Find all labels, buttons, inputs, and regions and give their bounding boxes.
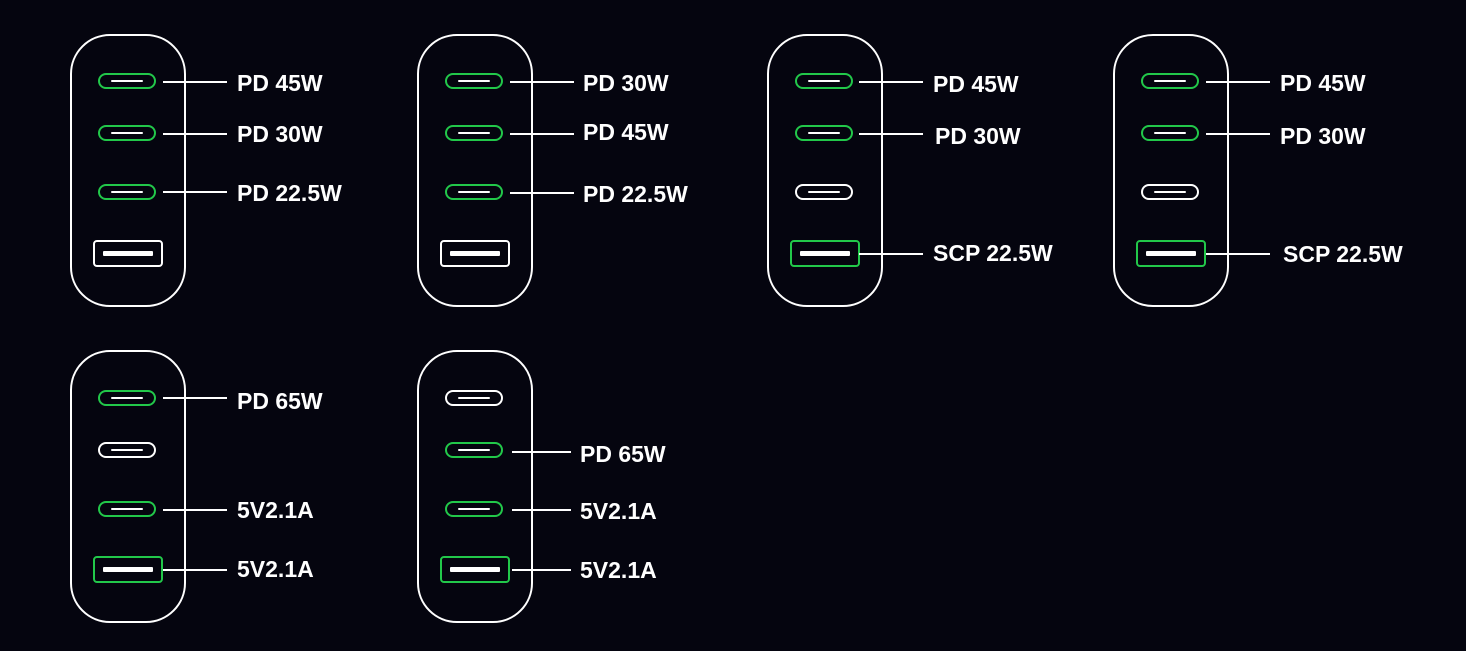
charger-config-5 xyxy=(70,350,186,623)
usb-c-port-icon xyxy=(445,125,503,141)
port-label: PD 65W xyxy=(580,441,666,467)
port-label: 5V2.1A xyxy=(237,497,314,523)
leader-line xyxy=(163,509,227,511)
port-label: PD 30W xyxy=(237,121,323,147)
usb-c-port-icon xyxy=(445,442,503,458)
port-label: 5V2.1A xyxy=(580,498,657,524)
port-label: PD 65W xyxy=(237,388,323,414)
usb-a-port-icon xyxy=(790,240,860,267)
leader-line xyxy=(510,81,574,83)
charger-config-6 xyxy=(417,350,533,623)
leader-line xyxy=(1206,133,1270,135)
leader-line xyxy=(859,133,923,135)
leader-line xyxy=(1206,81,1270,83)
leader-line xyxy=(512,569,571,571)
usb-a-port-icon xyxy=(93,556,163,583)
port-label: 5V2.1A xyxy=(580,557,657,583)
charger-config-4 xyxy=(1113,34,1229,307)
charger-config-2 xyxy=(417,34,533,307)
usb-c-port-icon xyxy=(98,501,156,517)
usb-c-port-icon xyxy=(98,184,156,200)
leader-line xyxy=(163,81,227,83)
usb-c-port-icon xyxy=(795,73,853,89)
leader-line xyxy=(859,81,923,83)
charger-config-1 xyxy=(70,34,186,307)
usb-c-port-icon xyxy=(98,390,156,406)
leader-line xyxy=(512,509,571,511)
usb-c-port-icon xyxy=(445,390,503,406)
port-label: 5V2.1A xyxy=(237,556,314,582)
usb-c-port-icon xyxy=(1141,125,1199,141)
usb-c-port-icon xyxy=(1141,73,1199,89)
port-label: SCP 22.5W xyxy=(933,240,1053,266)
port-label: PD 30W xyxy=(583,70,669,96)
usb-c-port-icon xyxy=(795,125,853,141)
port-label: PD 22.5W xyxy=(237,180,342,206)
usb-a-port-icon xyxy=(1136,240,1206,267)
leader-line xyxy=(163,397,227,399)
leader-line xyxy=(163,133,227,135)
usb-c-port-icon xyxy=(445,501,503,517)
leader-line xyxy=(163,569,227,571)
port-label: SCP 22.5W xyxy=(1283,241,1403,267)
port-label: PD 30W xyxy=(1280,123,1366,149)
usb-c-port-icon xyxy=(98,125,156,141)
leader-line xyxy=(1206,253,1270,255)
usb-c-port-icon xyxy=(1141,184,1199,200)
usb-a-port-icon xyxy=(440,240,510,267)
leader-line xyxy=(163,191,227,193)
usb-c-port-icon xyxy=(445,184,503,200)
charger-config-3 xyxy=(767,34,883,307)
leader-line xyxy=(859,253,923,255)
leader-line xyxy=(512,451,571,453)
port-label: PD 30W xyxy=(935,123,1021,149)
usb-a-port-icon xyxy=(440,556,510,583)
usb-a-port-icon xyxy=(93,240,163,267)
leader-line xyxy=(510,133,574,135)
leader-line xyxy=(510,192,574,194)
port-label: PD 45W xyxy=(1280,70,1366,96)
port-label: PD 45W xyxy=(237,70,323,96)
usb-c-port-icon xyxy=(795,184,853,200)
usb-c-port-icon xyxy=(98,442,156,458)
usb-c-port-icon xyxy=(98,73,156,89)
port-label: PD 45W xyxy=(583,119,669,145)
port-label: PD 45W xyxy=(933,71,1019,97)
usb-c-port-icon xyxy=(445,73,503,89)
port-label: PD 22.5W xyxy=(583,181,688,207)
